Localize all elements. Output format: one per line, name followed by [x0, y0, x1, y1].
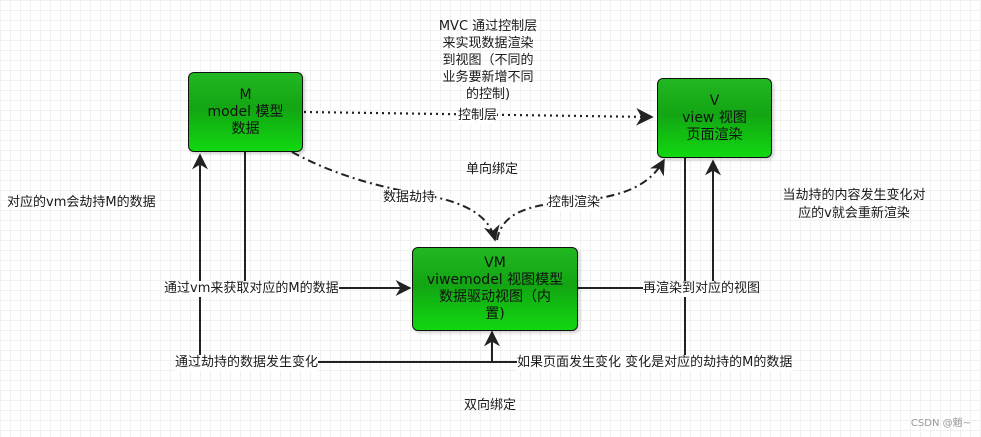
model-node-line1: M: [239, 86, 252, 103]
mvc-note-line: 业务要新增不同: [442, 70, 534, 85]
model-node-line2: model 模型: [207, 103, 284, 120]
model-node-line3: 数据: [231, 120, 260, 137]
one-way-binding-label: 单向绑定: [466, 162, 519, 177]
model-to-viewmodel-hijack-connector: [291, 151, 500, 242]
on-change-rerender-line: 应的v就会重新渲染: [798, 206, 910, 221]
held-data-changes-label: 通过劫持的数据发生变化: [175, 355, 319, 371]
viewmodel-node-line4: 置): [485, 306, 505, 322]
view-node-line2: view 视图: [682, 109, 747, 126]
viewmodel-node-line3: 数据驱动视图（内: [439, 289, 551, 305]
control-render-label: 控制渲染: [548, 195, 601, 211]
mvc-note-line: MVC 通过控制层: [438, 19, 538, 34]
model-to-viewmodel-get-connector: [244, 152, 412, 296]
view-node[interactable]: V view 视图 页面渲染: [657, 78, 772, 158]
viewmodel-node-line2: viwemodel 视图模型: [426, 272, 564, 288]
watermark: CSDN @魈~: [910, 418, 971, 429]
vm-holds-m-label: 对应的vm会劫持M的数据: [7, 195, 156, 210]
two-way-binding-label: 双向绑定: [464, 398, 517, 413]
mvc-note-line: 到视图（不同的: [442, 53, 534, 68]
viewmodel-node[interactable]: VM viwemodel 视图模型 数据驱动视图（内 置): [412, 247, 578, 331]
model-node[interactable]: M model 模型 数据: [188, 72, 303, 152]
rerender-to-view-label: 再渲染到对应的视图: [643, 281, 761, 297]
control-layer-label: 控制层: [458, 108, 498, 124]
data-hijack-label: 数据劫持: [383, 190, 436, 206]
mvc-note: MVC 通过控制层 来实现数据渲染 到视图（不同的 业务要新增不同 的控制): [418, 18, 558, 103]
get-m-via-vm-label: 通过vm来获取对应的M的数据: [164, 281, 339, 297]
mvc-note-line: 的控制): [465, 87, 511, 102]
viewmodel-node-line1: VM: [484, 255, 506, 271]
on-change-rerender-line: 当劫持的内容发生变化对: [782, 188, 926, 203]
on-change-rerender-label: 当劫持的内容发生变化对 应的v就会重新渲染: [764, 187, 944, 223]
mvc-note-line: 来实现数据渲染: [442, 36, 534, 51]
view-node-line3: 页面渲染: [686, 126, 743, 143]
page-changes-label: 如果页面发生变化 变化是对应的劫持的M的数据: [517, 355, 793, 371]
view-node-line1: V: [709, 92, 720, 109]
